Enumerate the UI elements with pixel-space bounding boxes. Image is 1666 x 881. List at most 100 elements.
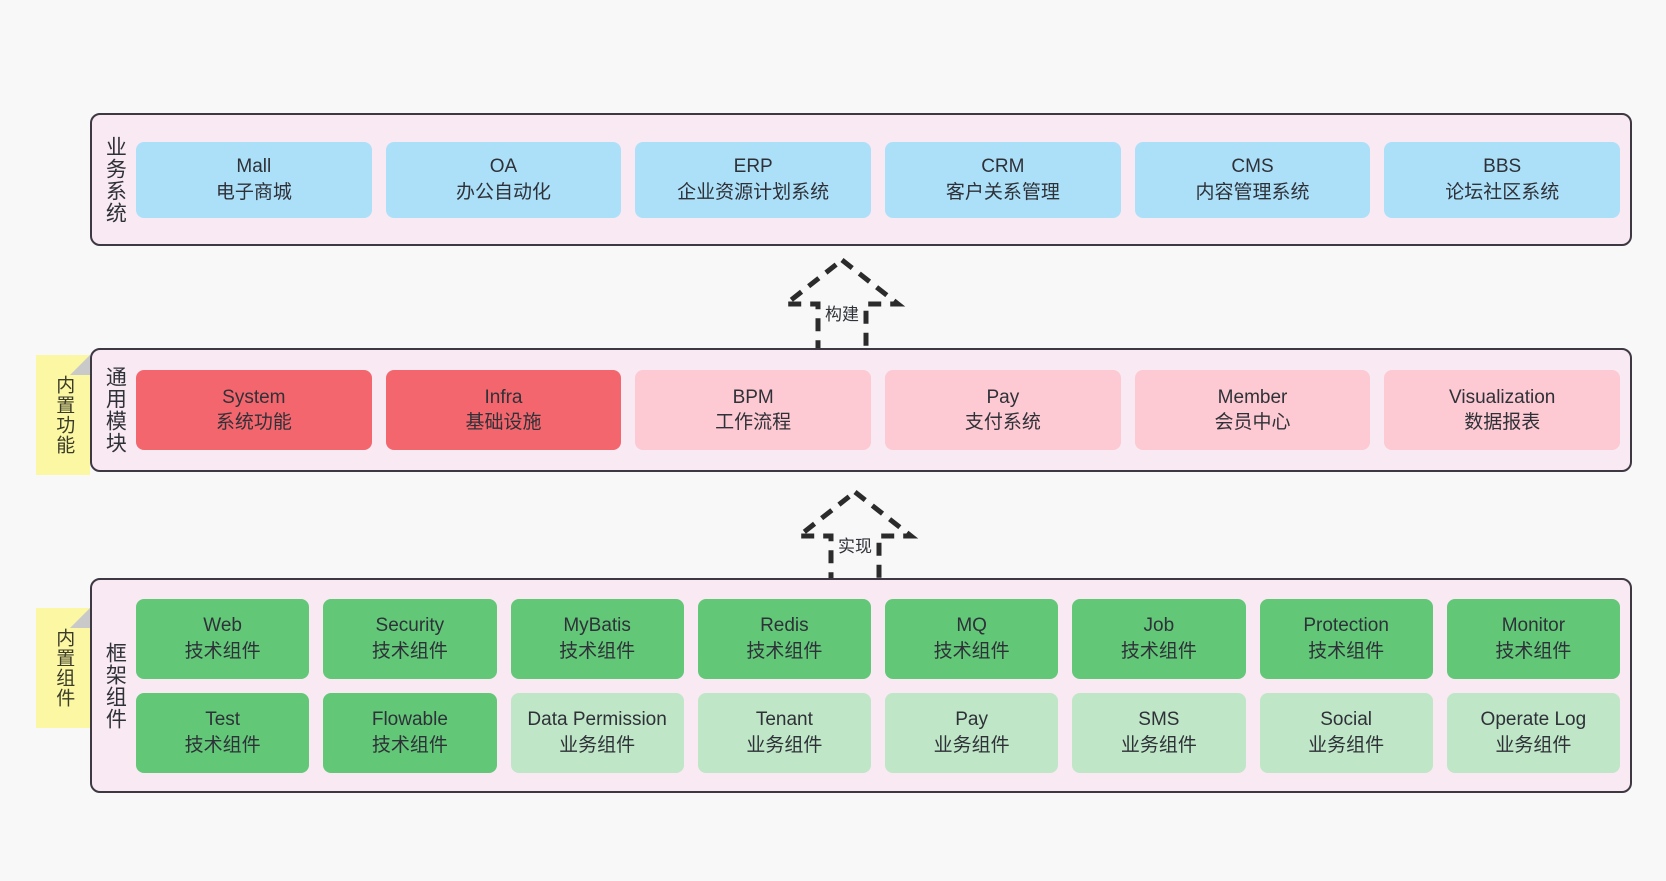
card-title-en: CRM (981, 156, 1025, 178)
card-pay-module[interactable]: Pay 支付系统 (885, 370, 1121, 450)
card-mq[interactable]: MQ 技术组件 (885, 598, 1059, 679)
card-title-cn: 技术组件 (1495, 640, 1572, 662)
card-title-cn: 技术组件 (371, 734, 448, 756)
card-row: Test 技术组件 Flowable 技术组件 Data Permission … (136, 692, 1620, 773)
card-title-en: Visualization (1449, 386, 1556, 408)
layer-title-framework: 框架组件 (103, 641, 127, 730)
card-cms[interactable]: CMS 内容管理系统 (1134, 141, 1371, 218)
card-title-en: CMS (1231, 156, 1274, 178)
card-title-cn: 技术组件 (184, 734, 261, 756)
card-title-en: Data Permission (527, 709, 667, 731)
card-redis[interactable]: Redis 技术组件 (697, 598, 871, 679)
card-job[interactable]: Job 技术组件 (1072, 598, 1246, 679)
card-title-cn: 数据报表 (1464, 412, 1541, 433)
layer-body-business: Mall 电子商城 OA 办公自动化 ERP 企业资源计划系统 CRM 客户关系… (136, 115, 1630, 244)
note-text: 内置功能 (53, 375, 75, 455)
card-social[interactable]: Social 业务组件 (1259, 692, 1433, 773)
note-builtin-components: 内置组件 (36, 608, 90, 728)
card-test[interactable]: Test 技术组件 (136, 692, 310, 773)
card-row: Mall 电子商城 OA 办公自动化 ERP 企业资源计划系统 CRM 客户关系… (136, 141, 1621, 218)
card-security[interactable]: Security 技术组件 (323, 598, 497, 679)
card-title-en: Flowable (371, 709, 448, 731)
card-infra[interactable]: Infra 基础设施 (385, 370, 622, 450)
card-flowable[interactable]: Flowable 技术组件 (323, 692, 497, 773)
card-title-en: MQ (956, 615, 987, 637)
card-bbs[interactable]: BBS 论坛社区系统 (1384, 141, 1621, 218)
note-text: 内置组件 (53, 628, 75, 708)
card-crm[interactable]: CRM 客户关系管理 (885, 141, 1121, 218)
layer-business-systems: 业务系统 Mall 电子商城 OA 办公自动化 ERP 企业资源计划系统 CRM… (90, 113, 1632, 246)
card-title-en: BBS (1483, 156, 1522, 178)
card-title-en: BPM (732, 386, 774, 408)
card-pay-component[interactable]: Pay 业务组件 (885, 692, 1059, 773)
card-title-en: Monitor (1501, 615, 1566, 637)
card-title-cn: 技术组件 (559, 640, 636, 662)
card-title-cn: 会员中心 (1214, 412, 1291, 433)
card-title-en: Security (375, 615, 445, 637)
layer-body-framework: Web 技术组件 Security 技术组件 MyBatis 技术组件 Redi… (136, 580, 1630, 791)
card-title-cn: 工作流程 (715, 412, 792, 433)
card-title-cn: 技术组件 (1308, 640, 1385, 662)
arrow-build-label: 构建 (825, 305, 859, 324)
card-row: System 系统功能 Infra 基础设施 BPM 工作流程 Pay 支付系统… (136, 370, 1621, 450)
arrow-implement-icon (791, 488, 919, 587)
card-protection[interactable]: Protection 技术组件 (1259, 598, 1433, 679)
card-title-en: MyBatis (563, 615, 631, 637)
card-web[interactable]: Web 技术组件 (136, 598, 310, 679)
card-system[interactable]: System 系统功能 (136, 370, 372, 450)
card-operate-log[interactable]: Operate Log 业务组件 (1446, 692, 1620, 773)
card-title-en: Tenant (755, 709, 813, 731)
card-title-cn: 业务组件 (933, 734, 1010, 756)
card-member[interactable]: Member 会员中心 (1134, 370, 1371, 450)
card-title-en: SMS (1138, 709, 1180, 731)
card-visualization[interactable]: Visualization 数据报表 (1384, 370, 1621, 450)
card-title-en: ERP (733, 156, 773, 178)
card-tenant[interactable]: Tenant 业务组件 (697, 692, 871, 773)
card-bpm[interactable]: BPM 工作流程 (635, 370, 872, 450)
layer-framework-components: 框架组件 Web 技术组件 Security 技术组件 MyBatis 技术组件… (90, 578, 1632, 793)
layer-common-modules: 通用模块 System 系统功能 Infra 基础设施 BPM 工作流程 Pay… (90, 348, 1632, 472)
card-title-cn: 技术组件 (933, 640, 1010, 662)
card-title-en: Protection (1303, 615, 1389, 637)
card-title-en: Mall (236, 156, 272, 178)
card-title-en: Test (205, 709, 241, 731)
card-title-cn: 技术组件 (1120, 640, 1197, 662)
layer-title-business: 业务系统 (103, 135, 127, 224)
card-monitor[interactable]: Monitor 技术组件 (1446, 598, 1620, 679)
card-title-en: OA (489, 156, 518, 178)
card-title-en: Pay (986, 386, 1020, 408)
card-oa[interactable]: OA 办公自动化 (385, 141, 622, 218)
card-sms[interactable]: SMS 业务组件 (1072, 692, 1246, 773)
card-mybatis[interactable]: MyBatis 技术组件 (510, 598, 684, 679)
card-erp[interactable]: ERP 企业资源计划系统 (635, 141, 872, 218)
card-title-en: Operate Log (1480, 709, 1587, 731)
card-title-en: Redis (760, 615, 809, 637)
card-title-cn: 业务组件 (559, 734, 636, 756)
note-builtin-functions: 内置功能 (36, 355, 90, 475)
arrow-build: 构建 (762, 256, 922, 356)
card-title-en: Member (1217, 386, 1288, 408)
card-title-cn: 电子商城 (215, 181, 292, 203)
card-title-cn: 技术组件 (371, 640, 448, 662)
card-title-cn: 办公自动化 (456, 181, 552, 203)
layer-title-module: 通用模块 (103, 366, 127, 454)
card-title-cn: 业务组件 (1120, 734, 1197, 756)
card-title-cn: 业务组件 (746, 734, 823, 756)
card-title-cn: 企业资源计划系统 (677, 181, 830, 203)
card-mall[interactable]: Mall 电子商城 (136, 141, 372, 218)
card-title-en: Pay (955, 709, 988, 731)
card-title-en: Infra (484, 386, 523, 408)
card-title-cn: 基础设施 (465, 412, 542, 433)
card-title-cn: 技术组件 (184, 640, 261, 662)
layer-body-module: System 系统功能 Infra 基础设施 BPM 工作流程 Pay 支付系统… (136, 350, 1630, 470)
card-title-cn: 系统功能 (215, 412, 292, 433)
card-title-en: System (222, 386, 286, 408)
arrow-implement-label: 实现 (838, 537, 872, 556)
card-title-cn: 客户关系管理 (945, 181, 1060, 203)
card-title-en: Social (1320, 709, 1372, 731)
card-data-permission[interactable]: Data Permission 业务组件 (510, 692, 684, 773)
card-title-cn: 内容管理系统 (1195, 181, 1310, 203)
arrow-build-icon (778, 256, 906, 355)
card-title-cn: 业务组件 (1495, 734, 1572, 756)
card-title-cn: 技术组件 (746, 640, 823, 662)
